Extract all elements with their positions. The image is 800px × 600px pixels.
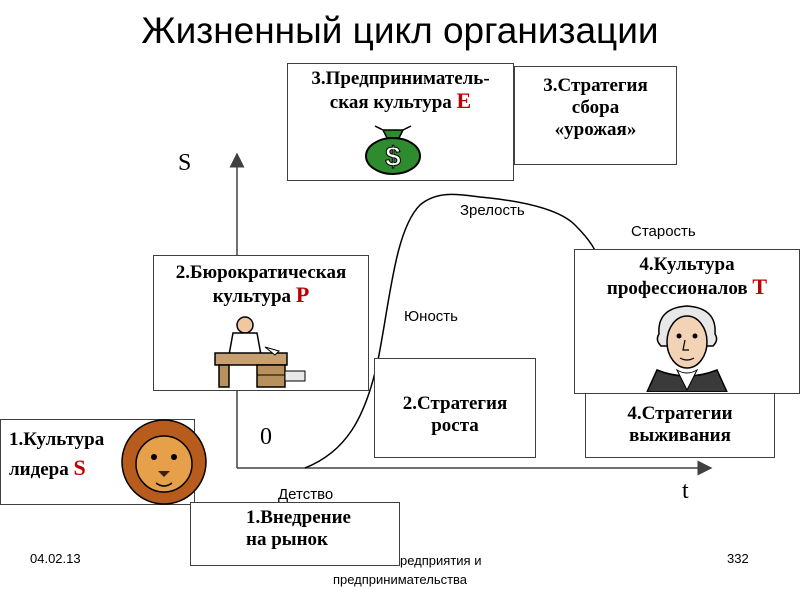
page-title: Жизненный цикл организации (141, 10, 659, 51)
strategy-2-box: 2.Стратегия роста (374, 358, 536, 458)
strategy-1-line2: на рынок (246, 529, 328, 550)
origin-label: 0 (260, 424, 272, 450)
washington-portrait-icon (646, 305, 728, 392)
footer-subtitle-line1: редприятия и (400, 553, 482, 568)
culture-3-line2: ская культура (329, 92, 452, 113)
strategy-4-box: 4.Стратегии выживания (585, 388, 775, 458)
stage-maturity: Зрелость (460, 202, 525, 219)
strategy-1-line1: 1.Внедрение (246, 507, 351, 528)
culture-1-letter: S (73, 455, 86, 480)
culture-4-line2: профессионалов (606, 278, 748, 299)
y-axis-label: S (178, 150, 192, 176)
culture-4-box: 4.Культура профессионалов T (574, 249, 800, 394)
strategy-4-line1: 4.Стратегии (627, 403, 733, 424)
footer-page-number: 332 (727, 551, 749, 566)
culture-4-letter: T (752, 274, 768, 299)
stage-old-age: Старость (631, 223, 696, 240)
x-axis-label: t (682, 478, 689, 504)
svg-text:$: $ (385, 141, 401, 172)
money-bag-icon: $ (365, 125, 421, 175)
clerk-at-desk-icon (214, 316, 306, 388)
culture-3-line1: 3.Предприниматель- (311, 68, 490, 89)
strategy-2-line2: роста (431, 415, 479, 436)
strategy-4-line2: выживания (629, 425, 731, 446)
culture-4-line1: 4.Культура (639, 254, 735, 275)
stage-childhood: Детство (278, 486, 334, 503)
footer-subtitle-line2: предпринимательства (332, 572, 468, 587)
culture-2-box: 2.Бюрократическая культура P (153, 255, 369, 391)
culture-2-line2: культура (212, 286, 292, 307)
stage-youth: Юность (404, 308, 458, 325)
strategy-3-line3: «урожая» (554, 119, 637, 140)
strategy-2-line1: 2.Стратегия (402, 393, 508, 414)
footer-date: 04.02.13 (30, 551, 81, 566)
culture-3-box: 3.Предприниматель- ская культура E $ (287, 63, 514, 181)
strategy-3-line2: сбора (571, 97, 620, 118)
culture-2-letter: P (295, 282, 310, 307)
strategy-1-box: 1.Внедрение на рынок (190, 502, 400, 566)
culture-2-line1: 2.Бюрократическая (175, 262, 347, 283)
culture-1-text: 1.Культура лидера (9, 429, 105, 480)
strategy-3-box: 3.Стратегия сбора «урожая» (514, 66, 677, 165)
strategy-3-line1: 3.Стратегия (543, 75, 648, 96)
culture-3-letter: E (456, 88, 472, 113)
lifecycle-curve (304, 193, 601, 469)
lion-icon (121, 419, 207, 505)
